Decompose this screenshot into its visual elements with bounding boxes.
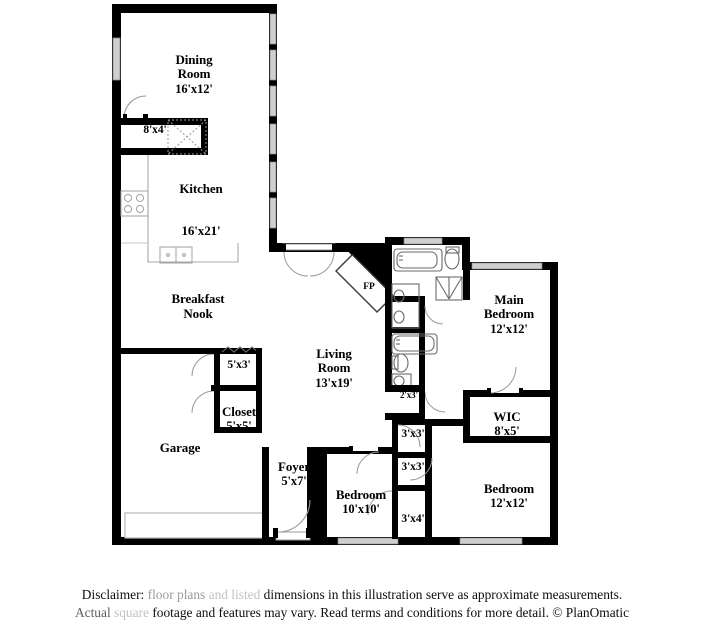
disclaimer-seg-6: square xyxy=(114,605,149,621)
wic-door xyxy=(487,366,523,395)
lower-bedroom-door xyxy=(349,446,380,475)
windows xyxy=(112,13,543,545)
hall-closets xyxy=(392,419,432,539)
front-door xyxy=(273,499,311,541)
main-bedroom-walls xyxy=(425,390,550,443)
hall-closet-doors xyxy=(367,424,433,516)
linen-closet xyxy=(385,385,425,420)
disclaimer-seg-5: Actual xyxy=(74,605,115,621)
disclaimer-seg-2: floor plans xyxy=(147,587,209,602)
disclaimer-seg-7: footage and features may vary. Read term… xyxy=(148,605,630,621)
kitchen-fixtures xyxy=(120,155,239,264)
disclaimer-seg-4: dimensions in this illustration serve as… xyxy=(260,587,623,602)
kitchen-living-double-door xyxy=(281,243,337,277)
foyer-walls xyxy=(262,447,320,539)
disclaimer-line-1: Disclaimer: floor plans and listed dimen… xyxy=(0,586,704,604)
closet-door-jambs xyxy=(211,348,216,391)
garage-door xyxy=(124,512,269,539)
garage-walls xyxy=(121,348,262,433)
disclaimer-line-2: Actual square footage and features may v… xyxy=(0,604,704,622)
right-bedroom-walls xyxy=(425,419,432,539)
disclaimer-seg-3: and listed xyxy=(208,587,261,602)
floor-plan-drawing xyxy=(112,4,558,545)
disclaimer-seg-1: Disclaimer: xyxy=(81,587,148,602)
closet-shelf-line xyxy=(221,346,259,353)
disclaimer: Disclaimer: floor plans and listed dimen… xyxy=(0,586,704,622)
exterior-walls xyxy=(112,4,558,545)
garage-closet-doors xyxy=(191,353,215,414)
nook-living-opening xyxy=(256,348,262,354)
pantry-closet xyxy=(121,95,208,155)
